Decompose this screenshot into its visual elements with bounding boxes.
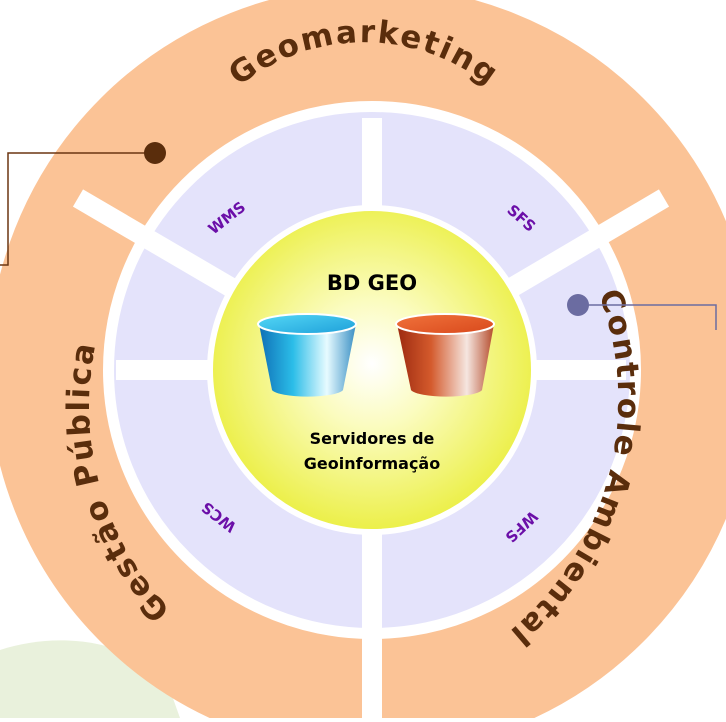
center-title: BD GEO <box>327 271 417 295</box>
center-subtitle-line2: Geoinformação <box>304 454 440 473</box>
right-connector <box>567 294 717 330</box>
outer-gap <box>103 101 641 639</box>
center-circle <box>207 205 537 535</box>
center-subtitle-line1: Servidores de <box>310 429 435 448</box>
left-connector <box>0 142 166 266</box>
database-red-icon <box>395 313 495 397</box>
database-blue-icon <box>257 313 357 397</box>
